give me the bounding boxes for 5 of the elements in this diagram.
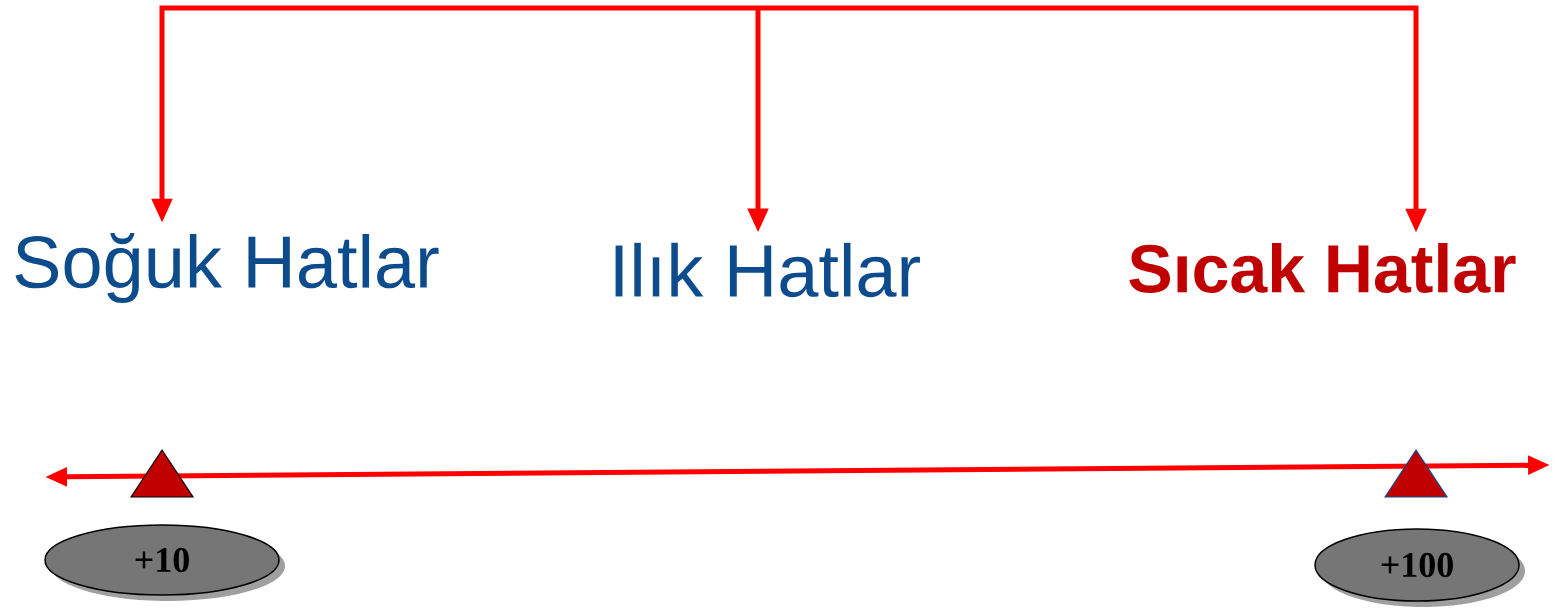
value-oval: +100: [1314, 528, 1520, 602]
value-oval: +10: [44, 524, 280, 596]
category-label: Soğuk Hatlar: [15, 233, 439, 303]
category-label: Sıcak Hatlar: [1129, 243, 1516, 293]
category-label: Ilık Hatlar: [615, 242, 920, 298]
